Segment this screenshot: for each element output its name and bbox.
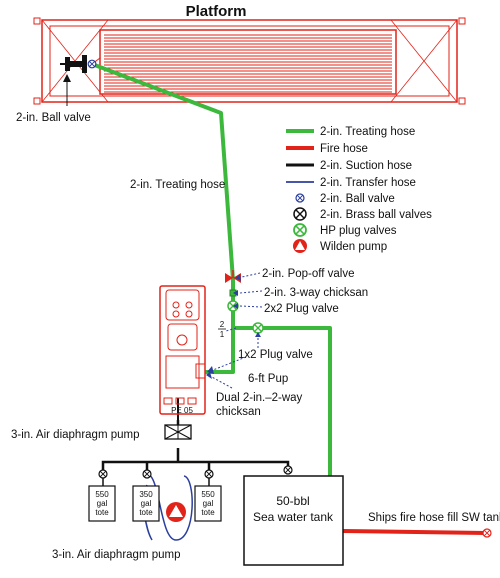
dashed-leader-heads: [206, 274, 261, 379]
ball-valve-wellhead: [87, 59, 97, 69]
sea-water-tank: [243, 475, 344, 566]
popoff-valve-label: 2-in. Pop-off valve: [262, 268, 354, 280]
plug-valve-2x2-label: 2x2 Plug valve: [264, 303, 339, 315]
platform-outer-frame: [41, 19, 458, 103]
suction-hose-drops: [145, 462, 211, 474]
pressure-ratio-bottom: 1: [220, 330, 225, 339]
tote-1: 550 gal tote: [88, 485, 116, 522]
legend-ball-valve-icon: [295, 193, 305, 203]
fire-hose-line: [342, 529, 487, 535]
brass-ball-valve-1: [98, 469, 108, 479]
tote-2-kind: tote: [139, 508, 153, 517]
platform-pad-br: [458, 97, 466, 105]
wilden-pump-icon: [166, 502, 186, 522]
treating-hose-label: 2-in. Treating hose: [130, 179, 225, 191]
tote-3: 550 gal tote: [194, 485, 222, 522]
pressure-ratio-top: 2: [220, 320, 225, 329]
legend-label-brass: 2-in. Brass ball valves: [320, 209, 432, 221]
brass-ball-valve-2: [142, 469, 152, 479]
chicksan-3way-label: 2-in. 3-way chicksan: [264, 287, 368, 299]
tote-2-body: [132, 485, 160, 522]
plug-valve-1x2-icon: [252, 322, 264, 334]
tote-1-body: [88, 485, 116, 522]
tote-1-capacity: 550: [95, 490, 109, 499]
tote-2-capacity: 350: [139, 490, 153, 499]
platform-title: Platform: [186, 3, 247, 20]
legend-wilden-pump-icon: [293, 239, 307, 253]
legend-brass-valve-icon: [293, 207, 307, 221]
legend-label-suction: 2-in. Suction hose: [320, 160, 412, 172]
platform-pad-bl: [33, 97, 41, 105]
tank-name-label: Sea water tank: [253, 510, 334, 524]
callout-arrows: [63, 74, 71, 106]
air-pump-label-bottom: 3-in. Air diaphragm pump: [52, 549, 180, 561]
platform-brace-right-b: [390, 19, 458, 103]
tank-capacity-label: 50-bbl: [276, 494, 309, 508]
brass-ball-valve-3: [204, 469, 214, 479]
tote-3-body: [194, 485, 222, 522]
legend-label-transfer: 2-in. Transfer hose: [320, 177, 416, 189]
tote-1-unit: gal: [97, 499, 108, 508]
platform-structure: [33, 17, 466, 105]
legend-label-treating: 2-in. Treating hose: [320, 126, 415, 138]
dual-chicksan-label-2: chicksan: [216, 406, 261, 418]
plug-valve-1x2-label: 1x2 Plug valve: [238, 349, 313, 361]
air-diaphragm-pump-icon: [164, 424, 192, 440]
wellhead-icon: [60, 55, 87, 73]
ball-valve-label: 2-in. Ball valve: [16, 112, 91, 124]
tote-2: 350 gal tote: [132, 485, 160, 522]
platform-inner-frame: [49, 25, 450, 97]
legend-plug-valve-icon: [293, 223, 307, 237]
platform-pad-tr: [458, 17, 466, 25]
legend-label-wilden: Wilden pump: [320, 241, 387, 253]
pup-label: 6-ft Pup: [248, 373, 288, 385]
tote-3-unit: gal: [203, 499, 214, 508]
legend: 2-in. Treating hose Fire hose 2-in. Suct…: [286, 126, 432, 253]
tote-2-unit: gal: [141, 499, 152, 508]
tote-3-capacity: 550: [201, 490, 215, 499]
legend-label-fire: Fire hose: [320, 143, 368, 155]
ball-valve-fire-hose: [482, 528, 492, 538]
pump-skid: [159, 285, 206, 415]
dual-chicksan-label-1: Dual 2-in.–2-way: [216, 392, 303, 404]
ships-fire-hose-label: Ships fire hose fill SW tank: [368, 512, 500, 524]
tote-1-kind: tote: [95, 508, 109, 517]
brass-ball-valve-4: [283, 465, 293, 475]
legend-label-ballvalve: 2-in. Ball valve: [320, 193, 395, 205]
platform-pad-tl: [33, 17, 41, 25]
platform-deck-piping: [104, 34, 392, 93]
legend-label-hpplug: HP plug valves: [320, 225, 397, 237]
treating-hose-branch: [205, 328, 235, 374]
tote-3-kind: tote: [201, 508, 215, 517]
pump-unit-label: PE 05: [171, 406, 193, 415]
air-pump-label-top: 3-in. Air diaphragm pump: [11, 429, 139, 441]
dashed-leaders: [209, 272, 263, 389]
